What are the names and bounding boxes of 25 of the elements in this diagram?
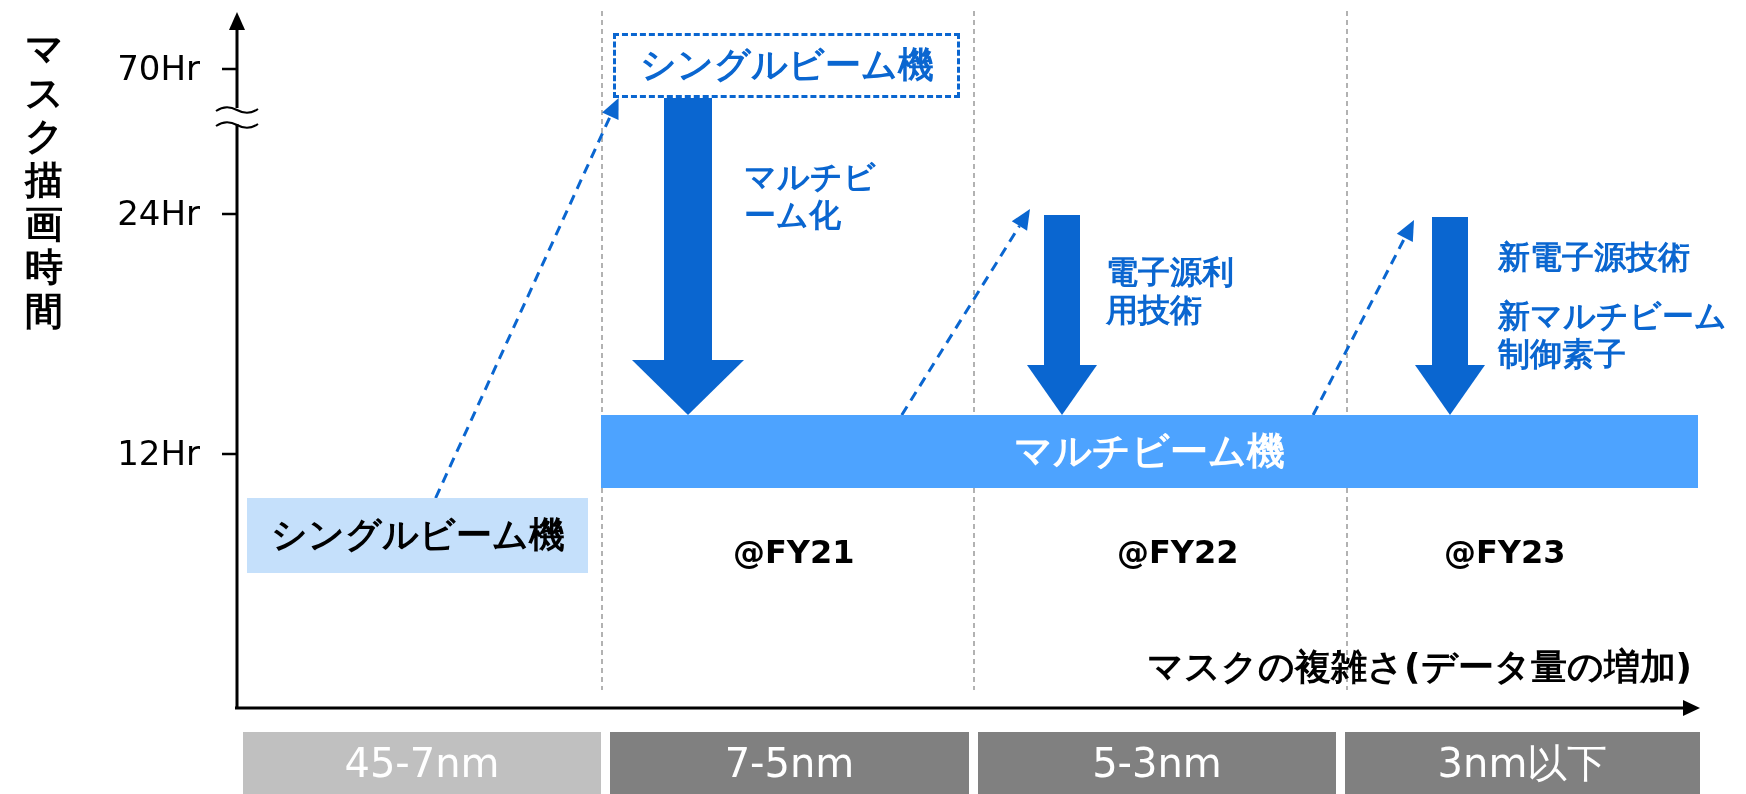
annotation-text: マルチビーム化 bbox=[744, 158, 877, 235]
node-band: 3nm以下 bbox=[1345, 732, 1700, 794]
dashed-arrow bbox=[434, 98, 619, 499]
year-label: @FY22 bbox=[1117, 533, 1239, 572]
tick-label: 12Hr bbox=[117, 433, 200, 474]
thick-arrow bbox=[1415, 217, 1485, 415]
year-label: @FY23 bbox=[1444, 533, 1566, 572]
node-band: 5-3nm bbox=[978, 732, 1336, 794]
dashed-arrow bbox=[900, 209, 1030, 416]
thick-arrow bbox=[1027, 215, 1097, 415]
machine-box: シングルビーム機 bbox=[247, 498, 588, 573]
annotation-text: 電子源利用技術 bbox=[1106, 253, 1235, 330]
year-label: @FY21 bbox=[733, 533, 855, 572]
node-band: 7-5nm bbox=[610, 732, 969, 794]
node-band: 45-7nm bbox=[243, 732, 601, 794]
axis-title: マスク描画時間 bbox=[23, 28, 65, 334]
thick-arrow bbox=[632, 98, 744, 415]
annotation-text: 新電子源技術 bbox=[1498, 238, 1690, 277]
machine-box: シングルビーム機 bbox=[613, 33, 960, 98]
dashed-arrow bbox=[1311, 220, 1414, 416]
annotation-text: 新マルチビーム制御素子 bbox=[1498, 297, 1728, 374]
machine-bar: マルチビーム機 bbox=[601, 415, 1698, 488]
tick-label: 24Hr bbox=[117, 193, 200, 234]
tick-label: 70Hr bbox=[117, 48, 200, 89]
axis-title: マスクの複雑さ(データ量の増加) bbox=[1147, 645, 1692, 689]
